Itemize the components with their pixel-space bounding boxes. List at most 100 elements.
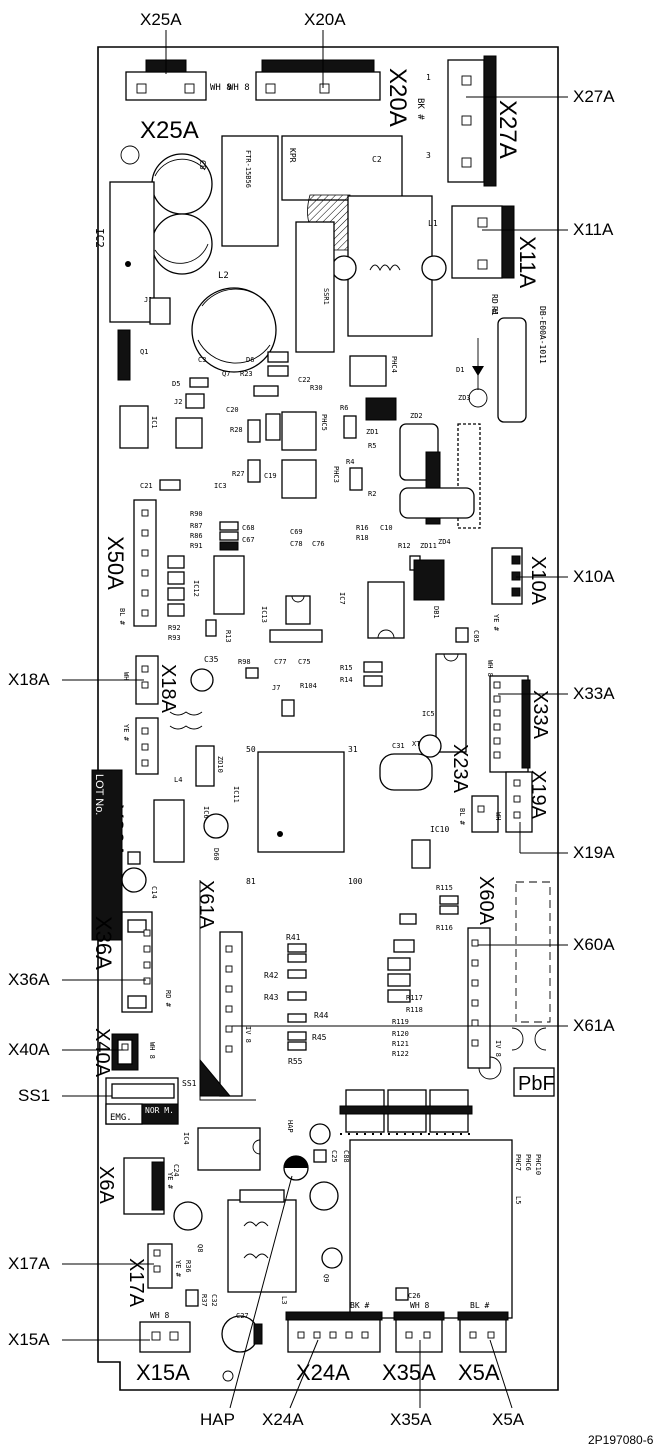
board-label-x40a: X40A bbox=[91, 1028, 113, 1078]
silk-r13: R13 bbox=[224, 630, 232, 643]
connector-x33a: X33A WH 8 bbox=[486, 660, 551, 773]
silk-r15: R15 bbox=[340, 664, 353, 672]
board-label-x6a: X6A bbox=[95, 1166, 117, 1204]
silk-bl: BL # bbox=[458, 808, 466, 826]
silk-phc4: PHC4 bbox=[390, 356, 398, 373]
silk-db-code: DB-E00A-1011 bbox=[538, 306, 547, 364]
silk-r93: R93 bbox=[168, 634, 181, 642]
connector-x19a: X19A WH bbox=[494, 770, 549, 833]
callout-x33a: X33A bbox=[498, 684, 615, 703]
silk-r90: R90 bbox=[190, 510, 203, 518]
silk-r28: R28 bbox=[230, 426, 243, 434]
silk-iv: IV 8 bbox=[244, 1026, 252, 1043]
board-label-x15a: X15A bbox=[136, 1360, 190, 1385]
svg-text:3: 3 bbox=[426, 151, 431, 160]
silk-q8: Q8 bbox=[196, 1244, 204, 1252]
mounting-hole bbox=[222, 1370, 234, 1382]
silk-r16: R16 bbox=[356, 524, 369, 532]
silk-l4: L4 bbox=[174, 776, 182, 784]
photocoupler-phc4: PHC4 bbox=[349, 355, 398, 387]
small-parts-cluster-b: R6 ZD1 R5 ZD2 R4 R2 ZD4 bbox=[340, 397, 481, 546]
callout-hap: HAP bbox=[200, 1175, 293, 1429]
relay-ssr1: SSR1 bbox=[295, 221, 335, 353]
silk-c32: C32 bbox=[210, 1294, 218, 1307]
ic-ic5: IC5 bbox=[422, 653, 467, 753]
connector-x5a: BL # X5A bbox=[457, 1301, 509, 1385]
crystal-xt2: XT2 bbox=[379, 740, 433, 791]
silk-ic11: IC11 bbox=[232, 786, 240, 803]
silk-wh8: WH 8 bbox=[150, 1311, 169, 1320]
silk-wh: WH bbox=[122, 672, 130, 680]
silk-l3: L3 bbox=[280, 1296, 288, 1304]
silk-l5: L5 bbox=[514, 1196, 522, 1204]
silk-c31: C31 bbox=[392, 742, 405, 750]
svg-text:31: 31 bbox=[348, 745, 358, 754]
silk-r5: R5 bbox=[368, 442, 376, 450]
silk-r41: R41 bbox=[286, 933, 301, 942]
capacitor-c21 bbox=[159, 479, 181, 491]
capacitor-c31 bbox=[418, 734, 442, 758]
silk-ic7: IC7 bbox=[338, 592, 346, 605]
board-label-hap: HAP bbox=[286, 1120, 294, 1133]
silk-r104: R104 bbox=[300, 682, 317, 690]
silk-wh8: WH 8 bbox=[486, 660, 494, 677]
silk-r23: R23 bbox=[240, 370, 253, 378]
q1-heatsink bbox=[117, 329, 131, 381]
silk-c22: C22 bbox=[298, 376, 311, 384]
silk-c10: C10 bbox=[380, 524, 393, 532]
callout-label-x11a: X11A bbox=[573, 220, 614, 239]
board-label-x27a: X27A bbox=[494, 100, 521, 159]
silk-ic2: IC2 bbox=[93, 228, 106, 248]
silk-bk: BK # bbox=[350, 1301, 369, 1310]
silk-phc5: PHC5 bbox=[320, 414, 328, 431]
silk-r98: R98 bbox=[238, 658, 251, 666]
connector-x18a: X18A WH bbox=[122, 655, 179, 714]
silk-ye: YE # bbox=[122, 724, 130, 742]
resistor-r15 bbox=[363, 661, 383, 673]
silk-q1: Q1 bbox=[140, 348, 148, 356]
silk-c76: C76 bbox=[312, 540, 325, 548]
silk-ic10: IC10 bbox=[430, 825, 449, 834]
silk-r118: R118 bbox=[406, 1006, 423, 1014]
silk-bk: BK # bbox=[415, 98, 425, 120]
silk-r30: R30 bbox=[310, 384, 323, 392]
board-label-x18a: X18A bbox=[157, 664, 179, 714]
silk-ye: YE # bbox=[166, 1172, 174, 1190]
silk-wh: WH bbox=[494, 812, 502, 820]
resistor-r104 bbox=[281, 699, 295, 717]
silk-l1: L1 bbox=[428, 219, 438, 228]
silk-r117: R117 bbox=[406, 994, 423, 1002]
silk-db1: DB1 bbox=[432, 606, 440, 619]
board-label-emg: EMG. bbox=[110, 1113, 132, 1123]
connector-x23a: X23A BL # bbox=[449, 744, 499, 833]
callout-x27a: X27A bbox=[466, 87, 615, 106]
silk-q7: Q7 bbox=[222, 370, 230, 378]
svg-text:1: 1 bbox=[426, 73, 431, 82]
silk-c24: C24 bbox=[172, 1164, 180, 1177]
connector-x50a: X50A BL # bbox=[103, 499, 157, 627]
silk-wh8: WH 8 bbox=[228, 83, 250, 93]
capacitor-large bbox=[191, 287, 277, 373]
silk-c88: C88 bbox=[342, 1150, 350, 1163]
silk-c26: C26 bbox=[408, 1292, 421, 1300]
silk-r2: R2 bbox=[368, 490, 376, 498]
silk-j1: J1 bbox=[144, 296, 152, 304]
silk-ic6: IC6 bbox=[202, 806, 210, 819]
callout-label-x33a: X33A bbox=[573, 684, 615, 703]
connector-x20a: WH 8 X20A bbox=[228, 59, 411, 127]
silk-ic3: IC3 bbox=[214, 482, 227, 490]
board-label-x33a: X33A bbox=[529, 690, 551, 740]
callout-x20a: X20A bbox=[304, 10, 346, 88]
silk-kpr: KPR bbox=[288, 148, 297, 163]
board-label-x25a: X25A bbox=[140, 117, 199, 144]
silk-r27: R27 bbox=[232, 470, 245, 478]
document-number: 2P197080-6 bbox=[588, 1433, 654, 1447]
silk-r1: R1 bbox=[490, 306, 499, 316]
capacitor-c35 bbox=[190, 668, 214, 692]
silk-r42: R42 bbox=[264, 971, 279, 980]
callout-label-x15a: X15A bbox=[8, 1330, 50, 1349]
silk-ic4: IC4 bbox=[182, 1132, 190, 1145]
connector-x40a: X40A WH 8 bbox=[91, 1028, 156, 1078]
board-label-x60a: X60A bbox=[475, 876, 497, 926]
